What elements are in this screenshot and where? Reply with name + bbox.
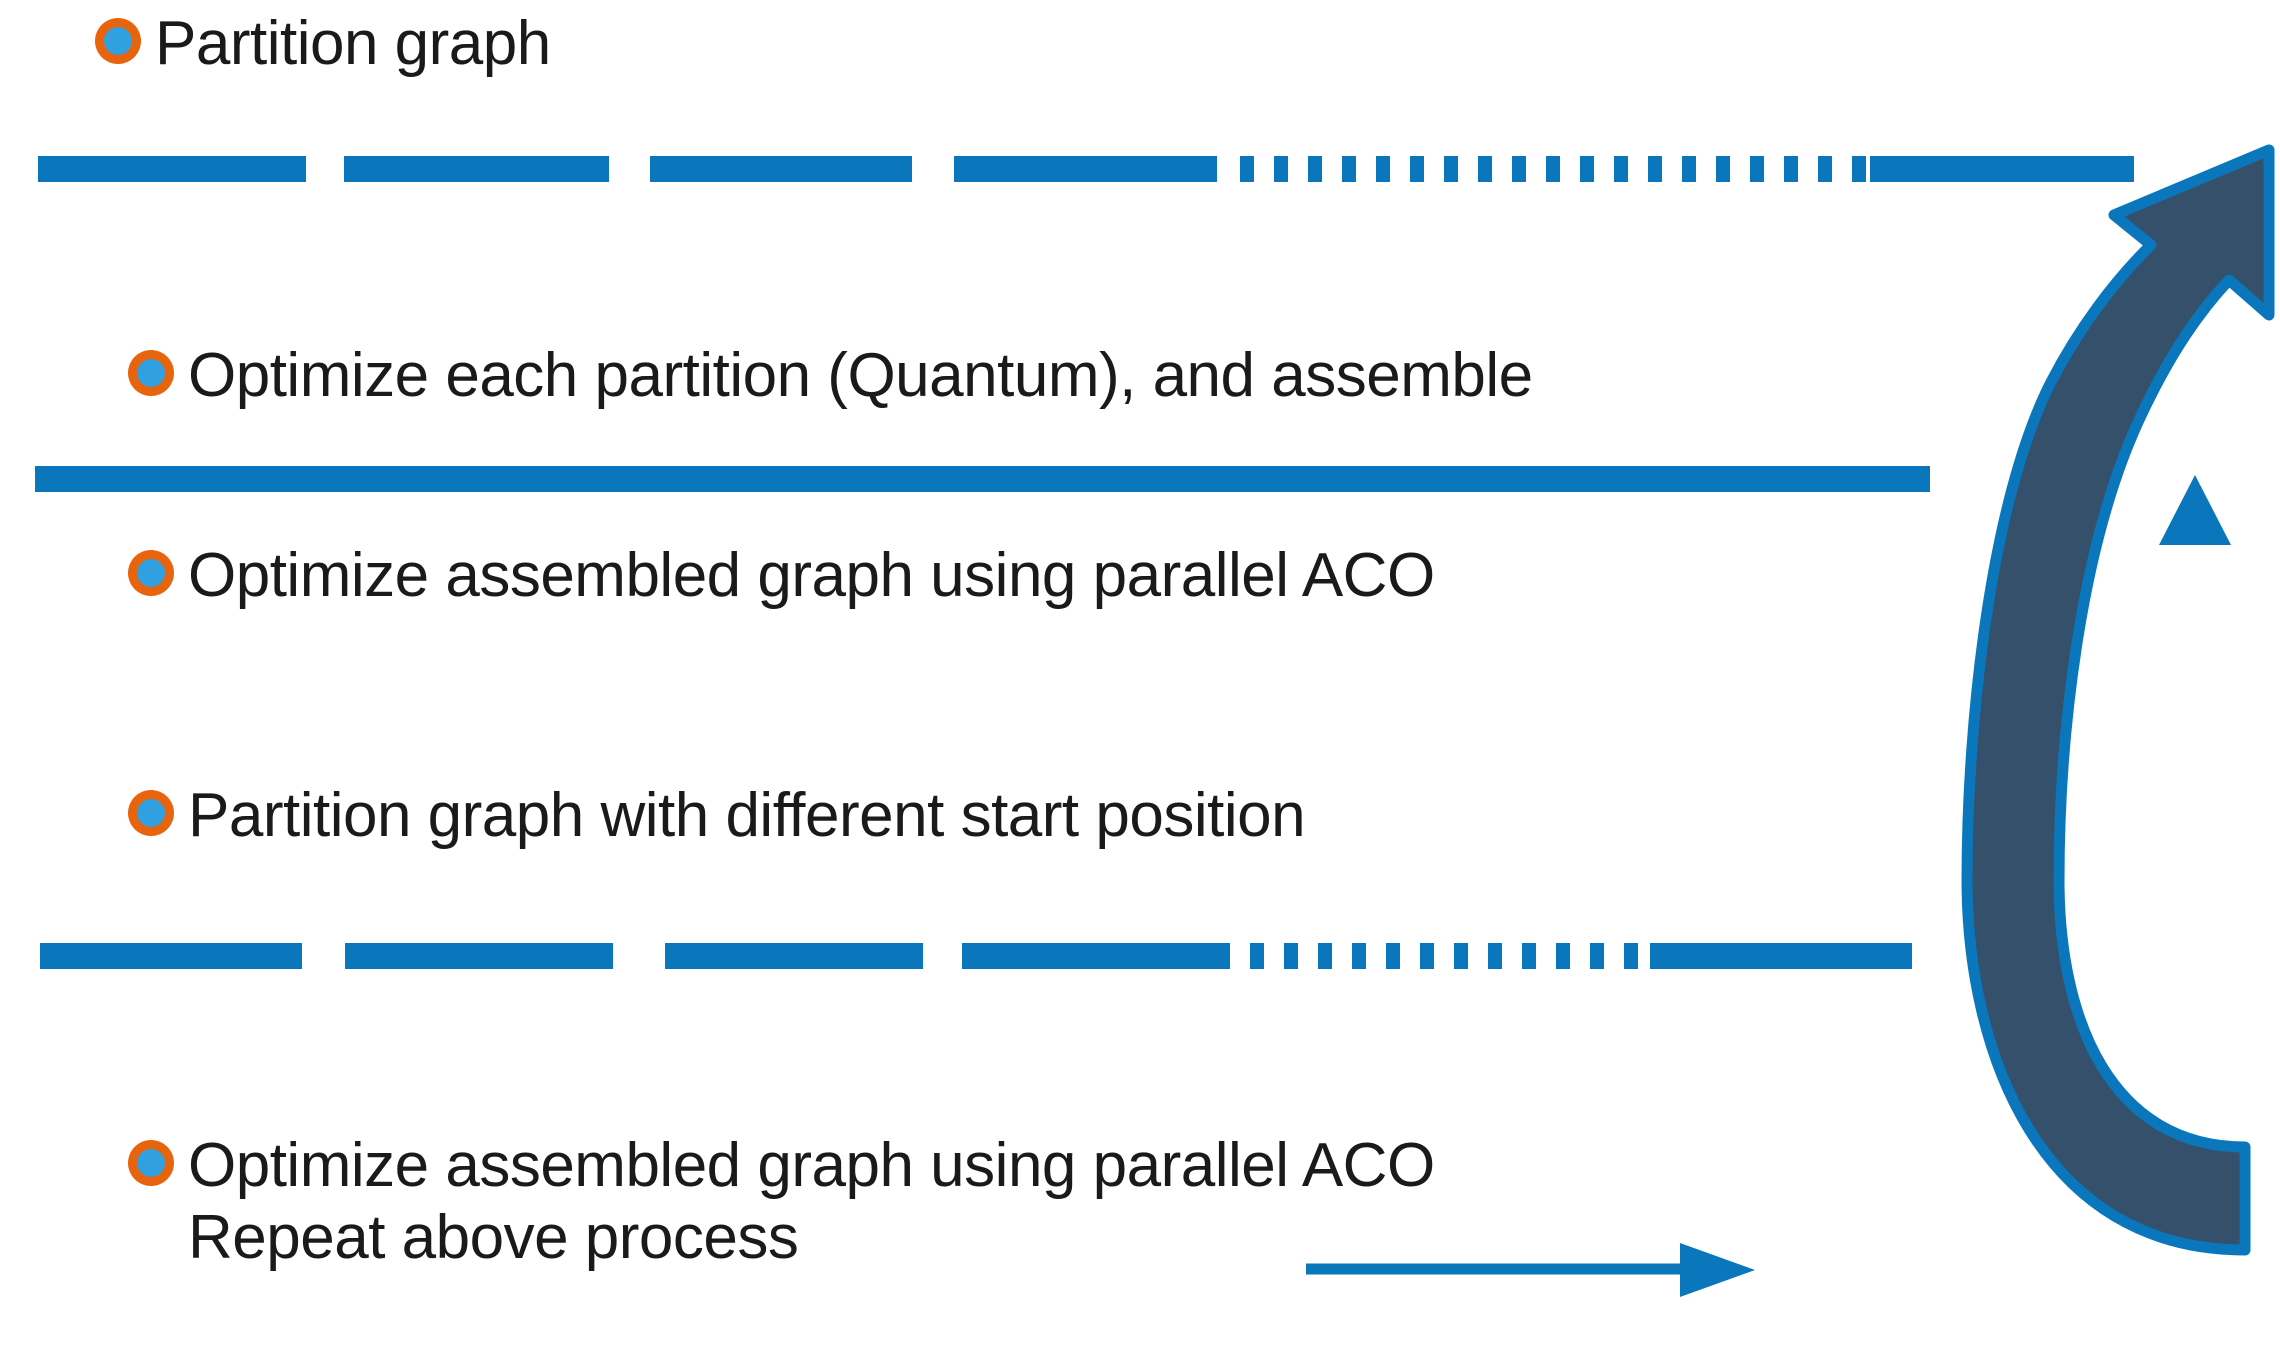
graph-dot (1614, 156, 1628, 182)
graph-dot (1250, 943, 1264, 969)
step-label-secondary: Repeat above process (188, 1203, 799, 1272)
graph-dot (1546, 156, 1560, 182)
graph-dot (1308, 156, 1322, 182)
graph-dot (1454, 943, 1468, 969)
bullet-icon (128, 350, 174, 396)
partitioned-strip-2 (0, 943, 2160, 969)
graph-dot (1410, 156, 1424, 182)
graph-dot (1522, 943, 1536, 969)
graph-segment (38, 156, 306, 182)
graph-segment (962, 943, 1230, 969)
graph-dot (1512, 156, 1526, 182)
step-label: Optimize assembled graph using parallel … (188, 1131, 1435, 1200)
graph-dot (1240, 156, 1254, 182)
graph-dot (1274, 156, 1288, 182)
bullet-icon (128, 790, 174, 836)
graph-segment (1650, 943, 1912, 969)
step-label: Optimize assembled graph using parallel … (188, 541, 1435, 610)
graph-dot (1376, 156, 1390, 182)
partitioned-strip-1 (0, 156, 2160, 182)
step-row-repeat-process: Optimize assembled graph using parallel … (128, 1130, 1435, 1274)
graph-segment (954, 156, 1217, 182)
graph-dot (1478, 156, 1492, 182)
graph-segment (665, 943, 923, 969)
curved-feedback-arrow (1961, 144, 2275, 1256)
graph-dot (1488, 943, 1502, 969)
graph-dot (1682, 156, 1696, 182)
step-label: Partition graph (155, 9, 551, 78)
graph-segment (345, 943, 613, 969)
step-label: Optimize each partition (Quantum), and a… (188, 341, 1533, 410)
graph-segment (1870, 156, 2134, 182)
graph-dot (1318, 943, 1332, 969)
bullet-icon (128, 550, 174, 596)
graph-dot (1818, 156, 1832, 182)
graph-dot (1648, 156, 1662, 182)
graph-dot (1556, 943, 1570, 969)
step-row-partition-graph: Partition graph (95, 8, 551, 80)
graph-dot (1580, 156, 1594, 182)
graph-dot (1624, 943, 1638, 969)
graph-segment (40, 943, 302, 969)
step-row-optimize-assembled-aco: Optimize assembled graph using parallel … (128, 540, 1435, 612)
graph-dot (1590, 943, 1604, 969)
graph-dot (1284, 943, 1298, 969)
graph-dot (1352, 943, 1366, 969)
graph-dot (1386, 943, 1400, 969)
graph-dot (1420, 943, 1434, 969)
graph-dot (1784, 156, 1798, 182)
step-label-block: Optimize assembled graph using parallel … (188, 1130, 1435, 1274)
step-row-partition-different-start: Partition graph with different start pos… (128, 780, 1306, 852)
step-label: Partition graph with different start pos… (188, 781, 1306, 850)
graph-dot (1342, 156, 1356, 182)
graph-dot (1750, 156, 1764, 182)
graph-dot (1852, 156, 1866, 182)
graph-dot (1716, 156, 1730, 182)
graph-segment (344, 156, 609, 182)
graph-segment (650, 156, 912, 182)
bullet-icon (95, 18, 141, 64)
bullet-icon (128, 1140, 174, 1186)
graph-dot (1444, 156, 1458, 182)
step-row-optimize-each-partition: Optimize each partition (Quantum), and a… (128, 340, 1533, 412)
assembled-strip (35, 466, 1930, 492)
